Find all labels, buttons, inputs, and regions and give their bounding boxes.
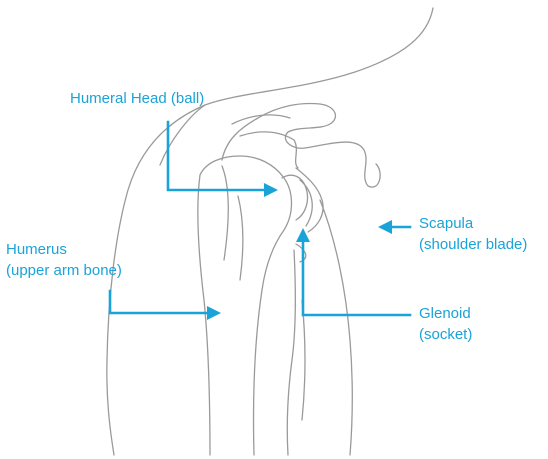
humerus-subtitle: (upper arm bone) [6, 260, 122, 281]
humerus-outline [198, 156, 308, 455]
humeral-head-label: Humeral Head (ball) [70, 88, 204, 109]
arm-lower-outline [287, 200, 352, 455]
humerus-title: Humerus [6, 239, 122, 260]
glenoid-label: Glenoid (socket) [419, 303, 472, 345]
body-outline [107, 8, 433, 455]
scapula-subtitle: (shoulder blade) [419, 234, 527, 255]
scapula-pointer [378, 220, 410, 234]
humerus-label: Humerus (upper arm bone) [6, 239, 122, 281]
scapula-label: Scapula (shoulder blade) [419, 213, 527, 255]
glenoid-title: Glenoid [419, 303, 472, 324]
scapula-title: Scapula [419, 213, 527, 234]
glenoid-pointer [296, 228, 410, 315]
glenoid-subtitle: (socket) [419, 324, 472, 345]
humeral-head-text: Humeral Head (ball) [70, 88, 204, 109]
